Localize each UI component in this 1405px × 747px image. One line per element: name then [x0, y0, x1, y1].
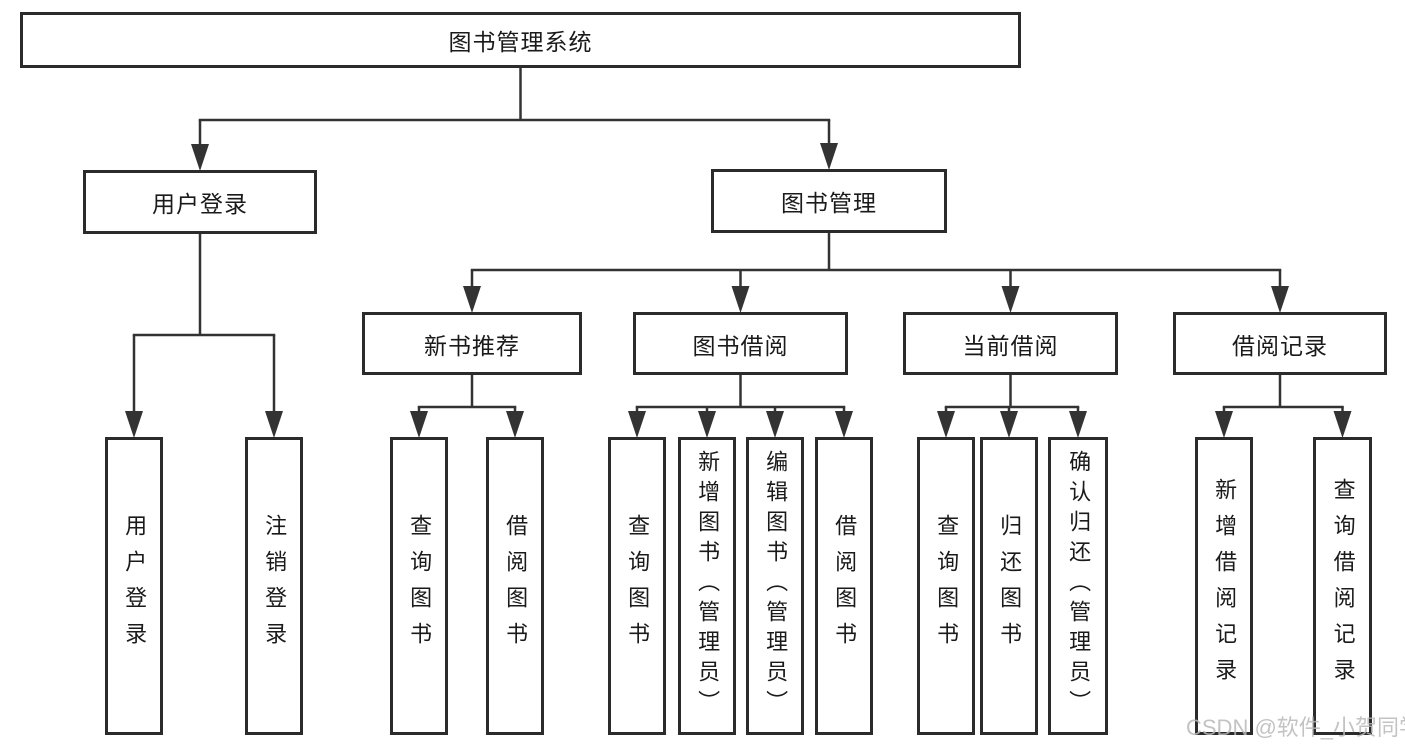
node-leaf-user-login: 用户登录	[105, 437, 163, 735]
arrowhead-icon	[628, 411, 646, 438]
node-label-book-management: 图书管理	[781, 190, 877, 216]
arrowhead-icon	[1333, 411, 1352, 438]
node-leaf-current-confirm-return: 确认归还（管理员）	[1048, 437, 1108, 735]
node-label-leaf-current-confirm-return: 确认归还（管理员）	[1066, 450, 1092, 720]
node-label-system: 图书管理系统	[448, 29, 593, 55]
arrowhead-icon	[463, 286, 481, 313]
arrowhead-icon	[265, 411, 283, 438]
node-leaf-current-return-books: 归还图书	[980, 437, 1038, 735]
node-label-leaf-records-query-record: 查询借阅记录	[1330, 478, 1356, 694]
node-label-new-book-recommend: 新书推荐	[424, 332, 520, 359]
arrowhead-icon	[1000, 411, 1018, 438]
node-current-borrowing: 当前借阅	[903, 312, 1118, 375]
watermark: CSDN @软件_小贺同学	[1186, 715, 1405, 740]
node-label-leaf-borrowing-edit-books: 编辑图书（管理员）	[763, 450, 789, 720]
arrowhead-icon	[820, 143, 838, 170]
node-label-leaf-records-add-record: 新增借阅记录	[1212, 478, 1238, 694]
node-label-borrowing-records: 借阅记录	[1232, 332, 1328, 359]
arrowhead-icon	[835, 411, 853, 438]
node-label-user-login: 用户登录	[152, 191, 248, 217]
node-label-leaf-current-query-books: 查询图书	[934, 514, 960, 658]
arrowhead-icon	[1271, 286, 1289, 313]
node-book-management: 图书管理	[711, 169, 947, 233]
node-label-leaf-logout-login: 注销登录	[262, 514, 288, 658]
node-label-book-borrowing: 图书借阅	[692, 332, 789, 359]
node-leaf-current-query-books: 查询图书	[917, 437, 975, 735]
arrowhead-icon	[1001, 286, 1020, 313]
node-system: 图书管理系统	[20, 12, 1021, 68]
arrowhead-icon	[731, 286, 750, 313]
node-leaf-records-query-record: 查询借阅记录	[1313, 437, 1372, 735]
node-borrowing-records: 借阅记录	[1173, 312, 1387, 375]
node-book-borrowing: 图书借阅	[633, 312, 848, 375]
node-user-login: 用户登录	[83, 170, 317, 234]
node-leaf-borrowing-borrow-books: 借阅图书	[815, 437, 873, 735]
arrowhead-icon	[937, 411, 955, 438]
node-leaf-records-add-record: 新增借阅记录	[1195, 437, 1253, 735]
node-label-leaf-recommend-borrow-books: 借阅图书	[503, 514, 529, 658]
arrowhead-icon	[191, 144, 209, 171]
node-label-current-borrowing: 当前借阅	[962, 332, 1059, 359]
node-leaf-recommend-borrow-books: 借阅图书	[486, 437, 544, 735]
arrowhead-icon	[698, 411, 716, 438]
arrowhead-icon	[766, 411, 784, 438]
arrowhead-icon	[506, 411, 524, 438]
node-label-leaf-borrowing-borrow-books: 借阅图书	[832, 514, 858, 658]
node-label-leaf-recommend-query-books: 查询图书	[407, 514, 433, 658]
arrowhead-icon	[125, 411, 143, 438]
arrowhead-icon	[1069, 411, 1087, 438]
node-leaf-borrowing-add-books: 新增图书（管理员）	[678, 437, 736, 735]
node-new-book-recommend: 新书推荐	[362, 312, 582, 375]
arrowhead-icon	[410, 411, 428, 438]
arrowhead-icon	[1215, 411, 1233, 438]
node-label-leaf-borrowing-add-books: 新增图书（管理员）	[695, 450, 721, 720]
node-leaf-recommend-query-books: 查询图书	[390, 437, 448, 735]
node-leaf-borrowing-query-books: 查询图书	[608, 437, 666, 735]
node-leaf-borrowing-edit-books: 编辑图书（管理员）	[746, 437, 804, 735]
node-leaf-logout-login: 注销登录	[245, 437, 303, 735]
node-label-leaf-borrowing-query-books: 查询图书	[625, 514, 651, 658]
node-label-leaf-user-login: 用户登录	[122, 514, 148, 658]
node-label-leaf-current-return-books: 归还图书	[997, 514, 1023, 658]
